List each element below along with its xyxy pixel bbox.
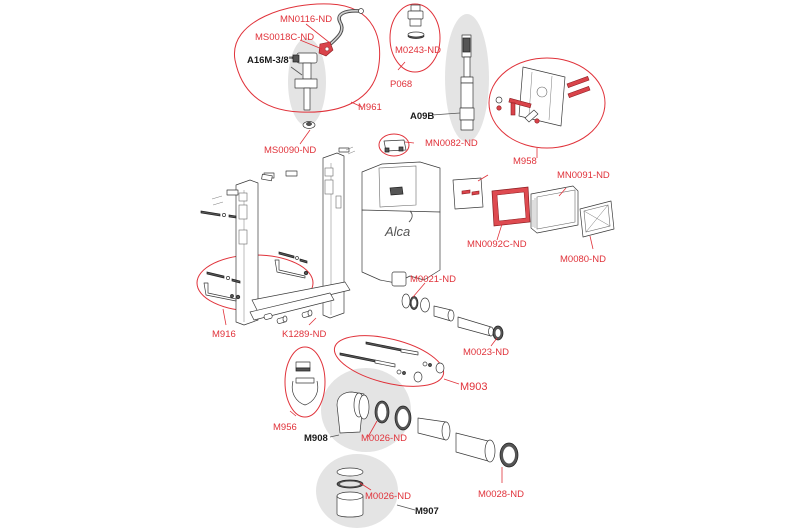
part-m903-rods: [339, 341, 445, 383]
part-m0021-seal: [401, 293, 430, 313]
part-mn0082-bracket: [383, 139, 407, 153]
part-m916-anchor-set: [203, 251, 309, 302]
part-flush-plate-mount: [452, 177, 484, 210]
leader-lines: [222, 23, 594, 511]
part-drain-pipe: [433, 305, 494, 337]
part-mn0092c-red-frame: [491, 186, 531, 227]
part-m0023-seal: [492, 325, 504, 341]
part-a09b-flush-valve: [459, 34, 475, 131]
part-mn0091-box: [530, 185, 579, 234]
part-a16m-fill-valve: [292, 52, 318, 111]
group-ring-m956: [284, 346, 326, 418]
highlight-m907-adapter: [316, 454, 398, 528]
label-m908: M908: [304, 433, 328, 444]
label-ms0090-nd: MS0090-ND: [264, 145, 316, 156]
part-ms0018c-clip: [318, 41, 334, 57]
label-m0026-nd-bend: M0026-ND: [361, 433, 407, 444]
part-ms0090: [302, 121, 316, 129]
label-m916: M916: [212, 329, 236, 340]
part-m908-bend: [336, 391, 412, 434]
label-mn0091-nd: MN0091-ND: [557, 170, 610, 181]
group-ring-p068: [389, 3, 441, 73]
group-ring-m958: [488, 57, 606, 149]
part-m956-bracket: [291, 361, 319, 406]
label-m0021-nd: M0021-ND: [410, 274, 456, 285]
label-m907: M907: [415, 506, 439, 517]
label-m0028-nd: M0028-ND: [478, 489, 524, 500]
label-mn0116-nd: MN0116-ND: [280, 14, 332, 25]
label-m0080-nd: M0080-ND: [560, 254, 606, 265]
label-m961: M961: [358, 102, 382, 113]
label-mn0092c-nd: MN0092C-ND: [467, 239, 527, 250]
part-mn0116-hose: [326, 8, 364, 48]
brand-logo: Alca: [384, 224, 410, 239]
label-k1289-nd: K1289-ND: [282, 329, 326, 340]
label-p068: P068: [390, 79, 412, 90]
label-mn0082-nd: MN0082-ND: [425, 138, 478, 149]
label-m0243-nd: M0243-ND: [395, 45, 441, 56]
label-a16m: A16M-3/8": [247, 55, 293, 66]
group-ring-m961: [234, 3, 381, 113]
part-m0028-pipe: [417, 417, 519, 468]
part-m907-adapter: [336, 467, 364, 518]
label-m956: M956: [273, 422, 297, 433]
label-a09b: A09B: [410, 111, 434, 122]
label-m0023-nd: M0023-ND: [463, 347, 509, 358]
group-ring-m903: [333, 335, 445, 387]
part-m958-mounting-plate: [495, 66, 591, 127]
part-k1289-pins: [263, 309, 313, 324]
part-m0080-frame: [579, 200, 615, 238]
label-m0026-nd-adapter: M0026-ND: [365, 491, 411, 502]
group-ring-mn0082: [378, 133, 410, 157]
part-p068-valve: [407, 4, 425, 39]
part-cistern-body: Alca: [361, 161, 441, 287]
label-m903: M903: [460, 381, 488, 393]
label-ms0018c-nd: MS0018C-ND: [255, 32, 314, 43]
label-m958: M958: [513, 156, 537, 167]
